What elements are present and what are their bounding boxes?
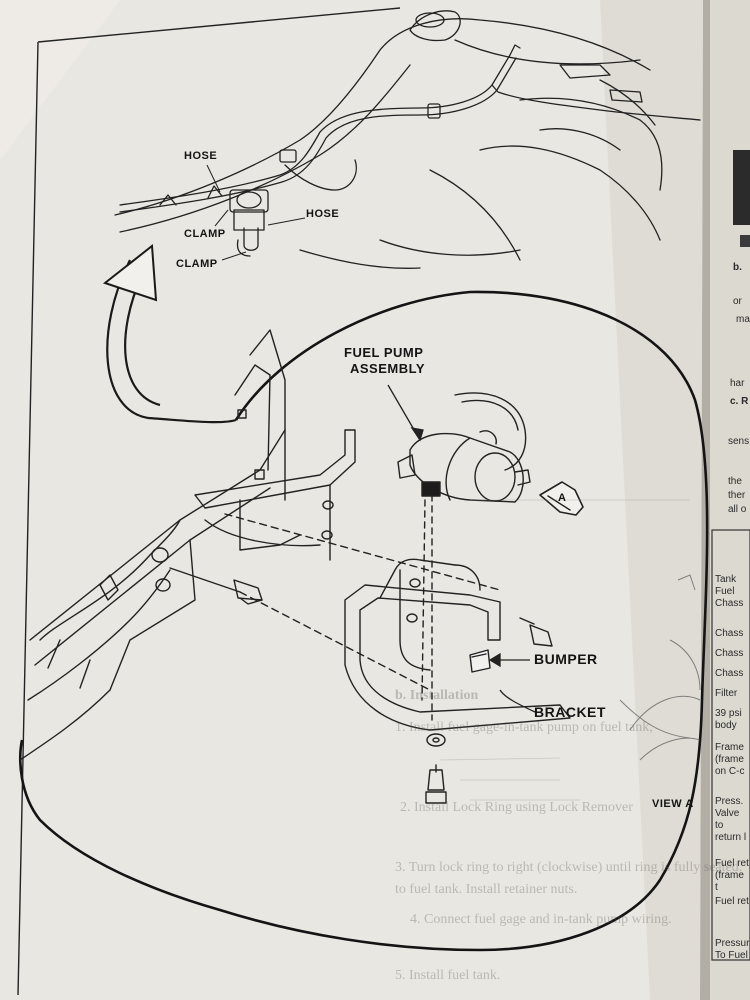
facing-table-cell: Filter (715, 688, 738, 699)
clamp-label-lower: CLAMP (176, 258, 218, 270)
detail-circle-outline (19, 290, 709, 952)
facing-table-cell: Chass (715, 648, 744, 659)
facing-table-cell: Fuel ret (715, 896, 749, 907)
bleed-text-line: 5. Install fuel tank. (395, 968, 501, 983)
upper-leader-lines (206, 164, 306, 261)
lower-leader-lines (387, 384, 536, 713)
facing-table-cell: Tank Fuel Chass (715, 574, 744, 609)
facing-page-fragment: or (733, 296, 742, 307)
curved-callout-arrow (102, 244, 237, 424)
bleed-through-lines (439, 499, 690, 801)
bleed-text-line: 4. Connect fuel gage and in-tank pump wi… (410, 912, 672, 927)
facing-table-cell: Chass (715, 628, 744, 639)
fuel-pump-assembly-label-line2: ASSEMBLY (350, 361, 426, 376)
view-a-label: VIEW A (652, 798, 694, 810)
facing-page-fragment: c. R (730, 396, 749, 407)
facing-page-fragment: ma (736, 314, 750, 325)
facing-table-cell: Chass (715, 668, 744, 679)
hose-label-upper: HOSE (184, 150, 218, 162)
lower-detail-illustration (19, 329, 584, 804)
upper-fuel-line-illustration (114, 10, 701, 269)
bumper-label: BUMPER (534, 651, 598, 667)
facing-page-fragment: all o (728, 504, 747, 515)
bleed-text-heading: b. Installation (395, 688, 479, 703)
bracket-label: BRACKET (534, 704, 606, 720)
fuel-pump-assembly-label: FUEL PUMP (344, 345, 424, 360)
illustration-frame (17, 7, 401, 996)
bleed-text-line: 3. Turn lock ring to right (clockwise) u… (395, 860, 743, 875)
arrow-a-label: A (558, 492, 567, 504)
facing-page-fragment: the (728, 476, 742, 487)
page-sheet (0, 0, 703, 1000)
facing-table-cell: Pressure To Fuel (715, 938, 750, 961)
clamp-label-upper: CLAMP (184, 228, 226, 240)
view-a-sketch (619, 574, 701, 761)
hose-label-right: HOSE (306, 208, 340, 220)
bleed-text-line: 2. Install Lock Ring using Lock Remover (400, 800, 633, 815)
facing-page-fragment: har (730, 378, 745, 389)
facing-table-cell: 39 psi body (715, 708, 742, 731)
facing-page-fragment: sens (728, 436, 750, 447)
bleed-text-line: 1. Install fuel gage-in-tank pump on fue… (395, 720, 653, 735)
facing-page-fragment: ther (728, 490, 746, 501)
facing-table-cell: Fuel ret (frame t (715, 858, 749, 893)
facing-table-cell: Press. Valve to return l (715, 796, 747, 843)
facing-table-cell: Frame (frame on C-c (715, 742, 745, 777)
facing-page-fragment: b. (733, 262, 742, 273)
bleed-text-line: to fuel tank. Install retainer nuts. (395, 882, 578, 897)
facing-page (700, 0, 750, 1000)
